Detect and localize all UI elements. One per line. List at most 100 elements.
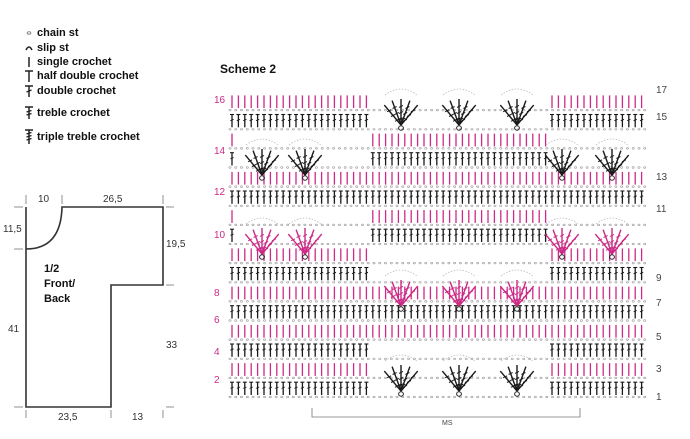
chain-mark [291, 395, 295, 399]
chain-mark [470, 281, 474, 284]
fan-stitch [507, 100, 518, 126]
stitch-cross [326, 386, 330, 389]
chain-mark [361, 223, 364, 226]
legend-label-tr: treble crochet [37, 107, 110, 119]
stitch-cross [582, 195, 586, 198]
chain-mark [476, 357, 480, 360]
fan-ring [609, 254, 615, 260]
chain-mark [631, 204, 635, 207]
fan-cross [458, 298, 464, 302]
fan-motif [594, 138, 630, 181]
stitch-cross [268, 195, 273, 198]
chain-mark [574, 223, 578, 226]
chain-mark [303, 204, 307, 207]
stitch-cross [326, 271, 330, 275]
chain-mark [614, 319, 618, 322]
chain-mark [430, 395, 434, 399]
chain-mark [430, 242, 434, 246]
stitch-cross [422, 157, 426, 160]
stitch-cross [428, 310, 433, 313]
chain-mark [268, 147, 272, 150]
fan-cross [605, 168, 611, 172]
stitch-cross [428, 195, 433, 198]
chain-mark [539, 319, 543, 322]
stitch-cross [345, 386, 349, 389]
fan-cross [302, 154, 308, 158]
fan-cross [561, 167, 567, 171]
chain-mark [228, 128, 232, 131]
chain-mark [568, 395, 572, 399]
chain-mark [378, 242, 382, 246]
stitch-cross [435, 233, 439, 236]
chain-mark [597, 376, 601, 380]
row-number-left: 14 [214, 146, 226, 157]
chain-mark [591, 338, 595, 341]
fan-cross [512, 117, 518, 121]
chain-mark [470, 338, 474, 341]
chain-mark [309, 185, 313, 188]
chain-mark [320, 319, 324, 322]
chain-mark [568, 376, 572, 380]
chain-mark [470, 395, 474, 399]
fan-cross [510, 377, 516, 381]
stitch-cross [556, 195, 561, 198]
chain-mark [407, 262, 411, 265]
fan-cross [398, 298, 404, 302]
chain-mark [240, 262, 243, 265]
stitch-cross [447, 310, 452, 313]
chain-mark [297, 338, 301, 341]
chain-mark [591, 223, 595, 226]
chain-mark [562, 395, 566, 399]
stitch-cross [441, 195, 445, 198]
chain-mark [274, 204, 278, 207]
chain-mark [280, 223, 284, 226]
chain-mark [274, 166, 278, 169]
chain-mark [458, 319, 462, 322]
stitch-cross [537, 233, 541, 236]
fan-cross [396, 383, 402, 387]
chain-mark [326, 223, 330, 226]
chain-mark [355, 223, 359, 226]
chain-mark [361, 281, 364, 284]
chain-mark [516, 319, 520, 322]
chain-mark [499, 357, 503, 360]
chain-mark [643, 204, 647, 207]
chain-mark [407, 395, 411, 399]
fan-cross [456, 104, 462, 108]
stitch-cross [499, 195, 503, 198]
chain-mark [349, 338, 353, 341]
chain-mark [562, 338, 566, 341]
chain-mark [556, 338, 560, 341]
fan-cross [605, 161, 611, 165]
stitch-cross [294, 271, 298, 275]
chain-mark [476, 242, 480, 246]
single-crochet-icon [28, 57, 30, 67]
fan-stitch [244, 233, 263, 255]
chain-mark [528, 300, 531, 303]
fan-cross [551, 164, 557, 167]
chain-mark [481, 262, 485, 265]
chain-mark [533, 338, 537, 341]
fan-arc [545, 217, 579, 225]
chain-mark [435, 223, 439, 226]
row-number-left: 12 [214, 187, 226, 198]
chain-mark [251, 338, 255, 341]
chain-mark [343, 376, 347, 380]
chain-mark [631, 223, 635, 226]
chain-mark [568, 338, 572, 341]
stitch-cross [601, 271, 605, 275]
chain-mark [568, 108, 572, 112]
chain-mark [464, 338, 468, 341]
chain-mark [533, 204, 537, 207]
chain-mark [418, 223, 422, 226]
chain-mark [487, 204, 491, 207]
chain-mark [286, 223, 290, 226]
stitch-cross [307, 310, 311, 313]
chain-mark [384, 242, 387, 246]
chain-mark [326, 166, 330, 169]
stitch-cross [249, 386, 253, 389]
chain-mark [499, 319, 503, 322]
stitch-cross [409, 195, 413, 198]
chain-mark [418, 281, 422, 284]
chain-mark [395, 262, 399, 265]
